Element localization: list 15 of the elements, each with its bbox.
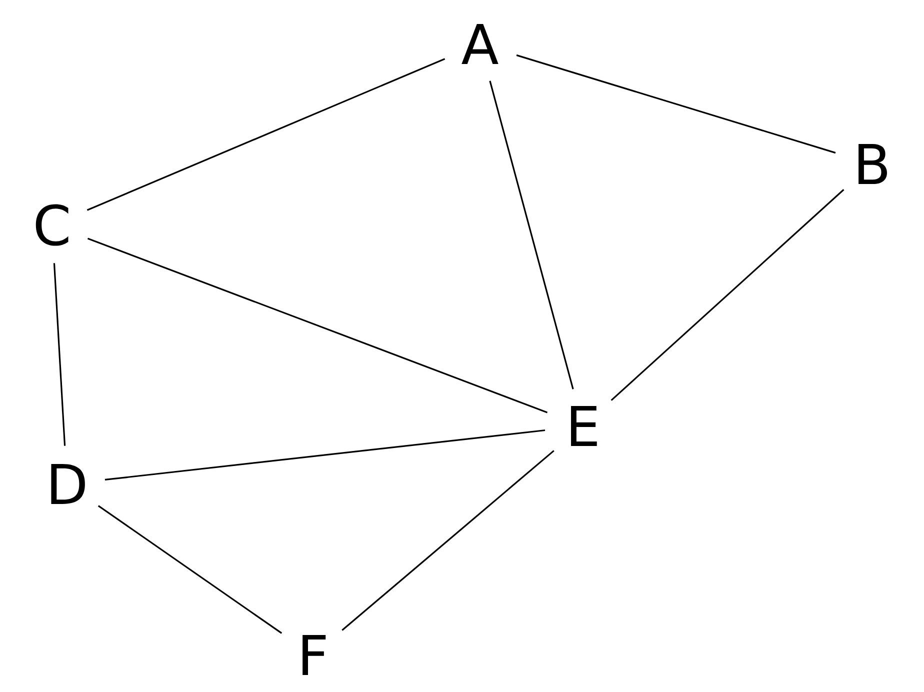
edge-line <box>87 238 548 414</box>
edge-line <box>53 263 66 446</box>
edge-line <box>610 189 844 401</box>
node-label: A <box>462 24 498 64</box>
node-label: F <box>302 634 326 676</box>
edge-line <box>98 505 282 634</box>
edge-line <box>104 429 546 481</box>
edge-line <box>86 58 446 211</box>
edge-line <box>342 450 554 631</box>
node-label: E <box>571 406 597 446</box>
node-label: B <box>858 144 887 184</box>
node-label: C <box>36 204 68 246</box>
edge-line <box>489 80 574 390</box>
node-label: D <box>51 464 85 504</box>
edge-line <box>516 54 836 154</box>
